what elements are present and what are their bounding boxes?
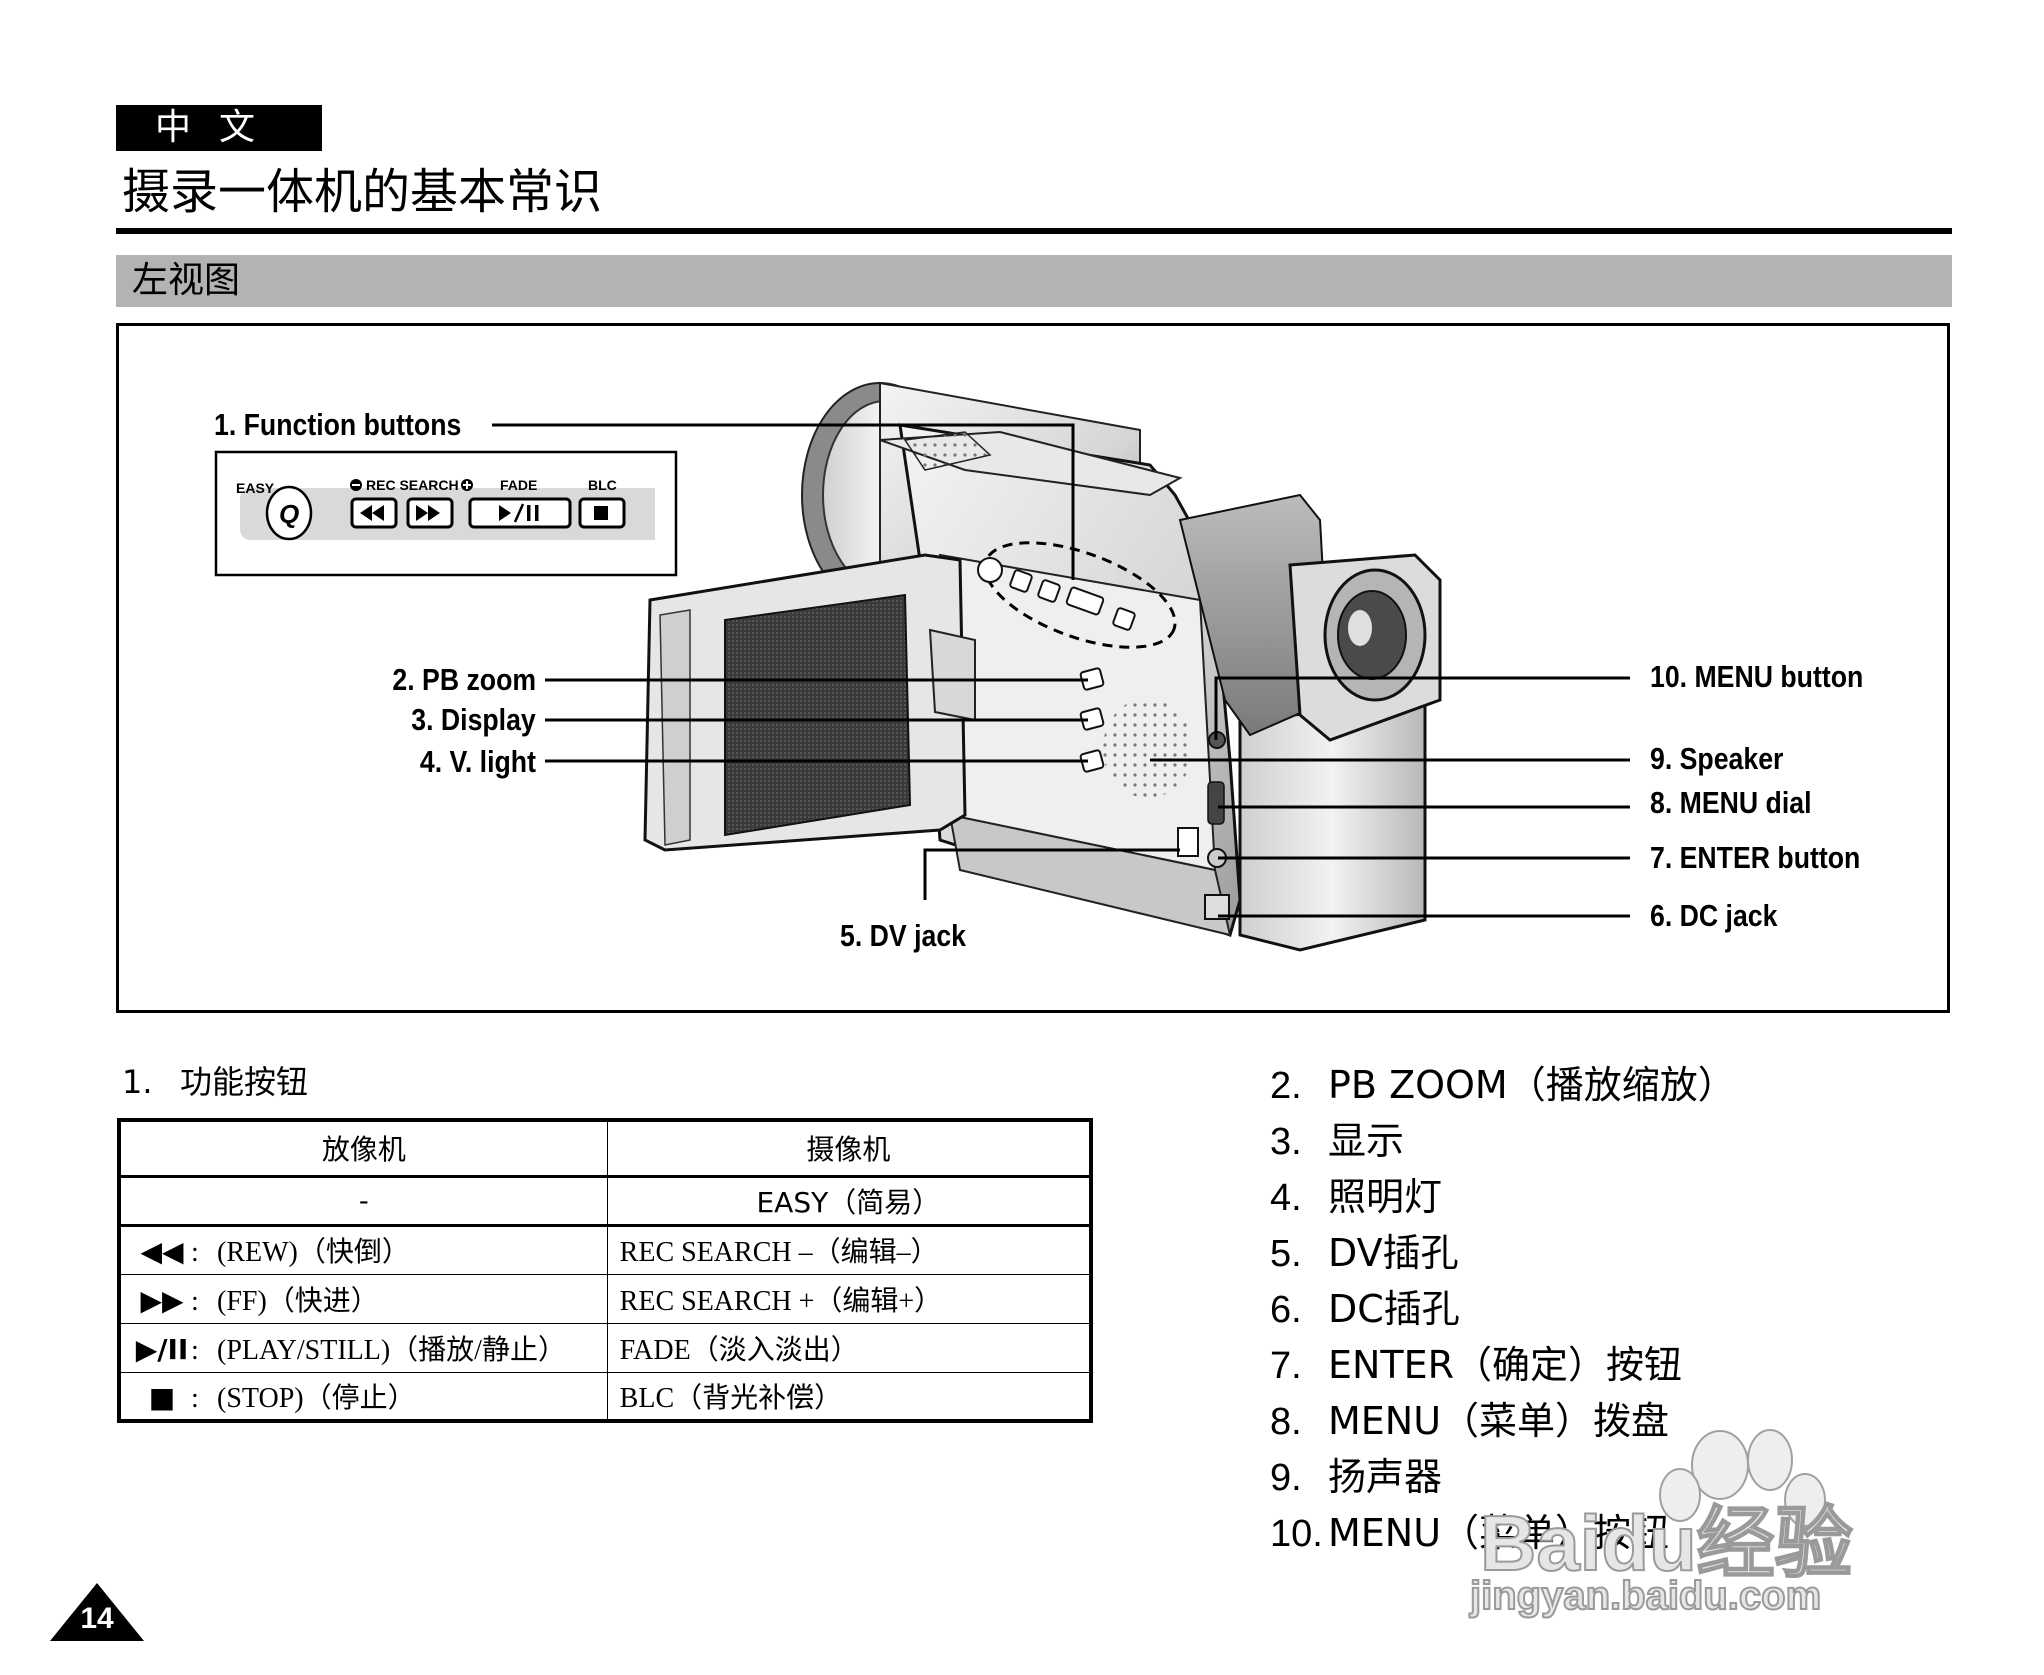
watermark-brand: Baidu经验	[1479, 1499, 1854, 1587]
camcorder-figure-frame	[116, 323, 1950, 1013]
list-text: DV插孔	[1328, 1231, 1459, 1275]
list-text: 显示	[1328, 1119, 1405, 1163]
callout-dv-jack: 5. DV jack	[840, 918, 966, 953]
player-function: (REW)（快倒）	[217, 1237, 410, 1268]
table-row: ■: (STOP)（停止） BLC（背光补偿）	[118, 1371, 1092, 1422]
table-header-row: 放像机 摄像机	[118, 1119, 1092, 1178]
table-row: ▶▶: (FF)（快进） REC SEARCH +（编辑+）	[118, 1273, 1092, 1324]
page-title: 摄录一体机的基本常识	[122, 164, 603, 220]
function-buttons-title: 功能按钮	[180, 1063, 309, 1101]
language-tab: 中文	[116, 105, 322, 151]
list-number: 6.	[1270, 1289, 1302, 1331]
list-text: 扬声器	[1328, 1455, 1443, 1499]
player-easy-cell: -	[118, 1175, 608, 1227]
list-item: 8. MENU（菜单）拨盘	[1270, 1396, 1669, 1447]
inset-blc-label: BLC	[588, 477, 617, 493]
list-text: DC插孔	[1328, 1287, 1460, 1331]
list-item: 6. DC插孔	[1270, 1284, 1460, 1335]
player-cell: ■: (STOP)（停止）	[118, 1371, 608, 1422]
list-number: 4.	[1270, 1177, 1302, 1219]
list-item: 5. DV插孔	[1270, 1228, 1459, 1279]
baidu-watermark: Baidu经验 jingyan.baidu.com	[1469, 1405, 1960, 1620]
callout-menu-button: 10. MENU button	[1650, 659, 1864, 694]
triangle-badge-icon	[50, 1583, 144, 1641]
header-player: 放像机	[118, 1119, 608, 1178]
camera-function: REC SEARCH +（编辑+）	[606, 1273, 1092, 1324]
callout-pb-zoom: 2. PB zoom	[392, 662, 536, 697]
list-item: 3. 显示	[1270, 1116, 1404, 1167]
list-number: 2.	[1270, 1065, 1302, 1107]
inset-fade-label: FADE	[500, 477, 538, 493]
list-number: 3.	[1270, 1121, 1302, 1163]
colon: :	[191, 1237, 199, 1268]
inset-rec-search-label: REC SEARCH	[366, 477, 459, 493]
section-header-bar: 左视图	[116, 255, 1952, 307]
camera-function: REC SEARCH –（编辑–）	[606, 1224, 1092, 1275]
title-divider	[116, 228, 1952, 234]
stop-icon: ■	[148, 1380, 176, 1414]
callout-speaker: 9. Speaker	[1650, 741, 1784, 776]
callout-display: 3. Display	[411, 702, 536, 737]
inset-easy-label: EASY	[236, 480, 275, 496]
callout-enter-button: 7. ENTER button	[1650, 840, 1861, 875]
player-function: (STOP)（停止）	[217, 1382, 416, 1414]
camera-function: BLC（背光补偿）	[606, 1371, 1092, 1422]
header-camera: 摄像机	[606, 1119, 1092, 1178]
callout-v-light: 4. V. light	[419, 744, 536, 779]
list-item: 9. 扬声器	[1270, 1452, 1442, 1503]
list-item: 4. 照明灯	[1270, 1172, 1442, 1223]
camera-function: FADE（淡入淡出）	[606, 1322, 1092, 1373]
player-cell: ▶▶: (FF)（快进）	[118, 1273, 608, 1324]
player-cell: ▶/II: (PLAY/STILL)（播放/静止）	[118, 1322, 608, 1373]
rewind-icon: ◀◀	[140, 1235, 184, 1268]
list-text: 照明灯	[1328, 1175, 1443, 1219]
callout-menu-dial: 8. MENU dial	[1650, 785, 1812, 820]
fast-forward-icon: ▶▶	[140, 1283, 184, 1317]
table-row: ◀◀: (REW)（快倒） REC SEARCH –（编辑–）	[118, 1224, 1092, 1275]
list-text: MENU（菜单）拨盘	[1328, 1399, 1670, 1443]
camera-easy-cell: EASY（简易）	[606, 1175, 1092, 1227]
list-number: 7.	[1270, 1345, 1302, 1387]
list-text: ENTER（确定）按钮	[1328, 1343, 1683, 1387]
list-number: 8.	[1270, 1401, 1302, 1443]
list-text: PB ZOOM（播放缩放）	[1328, 1063, 1736, 1107]
list-item: 10.MENU（菜单）按钮	[1270, 1508, 1669, 1559]
list-item: 2. PB ZOOM（播放缩放）	[1270, 1060, 1736, 1111]
colon: :	[191, 1285, 199, 1317]
play-pause-icon: ▶/II	[135, 1332, 189, 1366]
list-number: 10.	[1270, 1513, 1323, 1555]
callout-dc-jack: 6. DC jack	[1650, 898, 1778, 933]
list-number: 5.	[1270, 1233, 1302, 1275]
list-number: 1.	[122, 1063, 153, 1101]
list-text: MENU（菜单）按钮	[1328, 1511, 1670, 1555]
page-number-badge: 14	[50, 1583, 144, 1641]
function-buttons-table: 放像机 摄像机 - EASY（简易） ◀◀: (REW)（快倒） REC SEAR…	[117, 1118, 1093, 1423]
colon: :	[191, 1382, 199, 1414]
function-buttons-heading: 1. 功能按钮	[122, 1060, 308, 1104]
player-cell: ◀◀: (REW)（快倒）	[118, 1224, 608, 1275]
player-function: (FF)（快进）	[217, 1285, 379, 1317]
list-number: 9.	[1270, 1457, 1302, 1499]
callout-function-buttons: 1. Function buttons	[214, 407, 462, 442]
section-title: 左视图	[132, 260, 241, 301]
watermark-url: jingyan.baidu.com	[1469, 1573, 1822, 1619]
colon: :	[191, 1334, 199, 1366]
list-item: 7. ENTER（确定）按钮	[1270, 1340, 1682, 1391]
page-number: 14	[80, 1602, 114, 1635]
player-function: (PLAY/STILL)（播放/静止）	[217, 1334, 566, 1366]
table-row: ▶/II: (PLAY/STILL)（播放/静止） FADE（淡入淡出）	[118, 1322, 1092, 1373]
paw-icon	[1659, 1429, 1826, 1527]
easy-q-icon: Q	[279, 499, 300, 529]
table-row: - EASY（简易）	[118, 1175, 1092, 1227]
